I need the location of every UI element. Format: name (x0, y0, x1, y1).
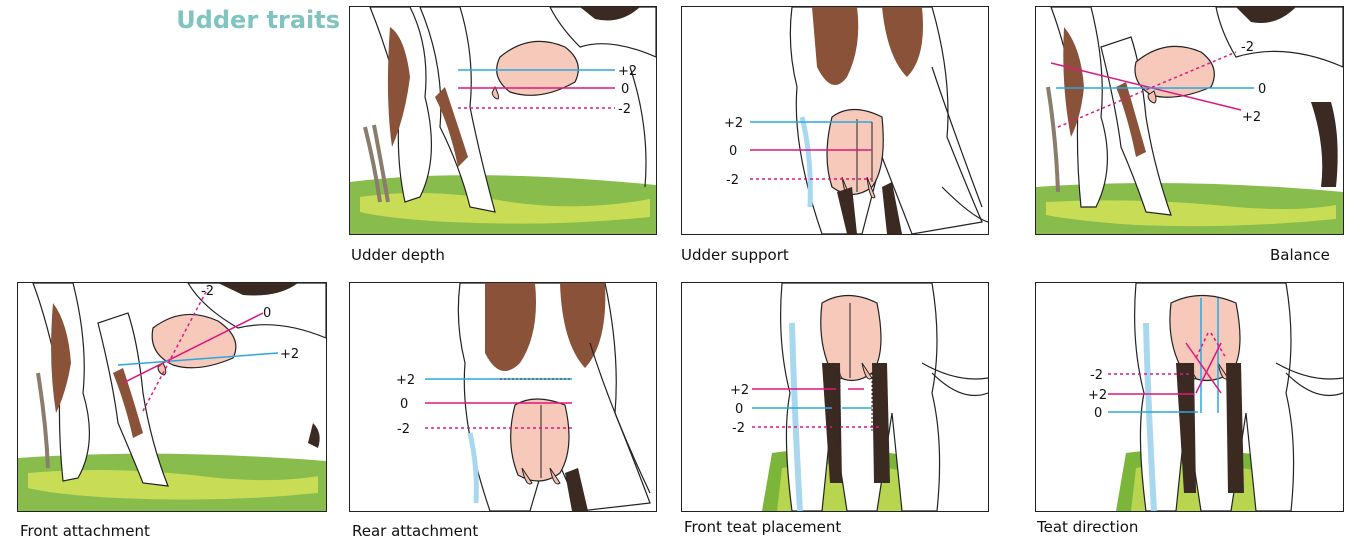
caption-front-attachment: Front attachment (20, 522, 150, 540)
label-plus2: +2 (1242, 110, 1261, 125)
cow-illustration (682, 283, 988, 511)
label-zero: 0 (400, 397, 408, 412)
label-minus2: -2 (732, 421, 745, 436)
panel-udder-support: +2 0 -2 (681, 6, 989, 235)
caption-udder-depth: Udder depth (351, 246, 445, 264)
panel-udder-depth: +2 0 -2 (349, 6, 657, 235)
label-minus2: -2 (201, 284, 214, 299)
panel-rear-attachment: +2 0 -2 (349, 282, 657, 512)
label-plus2: +2 (730, 383, 749, 398)
label-zero: 0 (263, 306, 271, 321)
cow-illustration (790, 7, 988, 234)
label-plus2: +2 (1088, 388, 1107, 403)
label-zero: 0 (621, 82, 629, 97)
panel-teat-direction: -2 +2 0 (1035, 282, 1344, 512)
label-plus2: +2 (724, 116, 743, 131)
cow-illustration (18, 283, 326, 511)
label-zero: 0 (1258, 82, 1266, 97)
cow-illustration (1036, 7, 1343, 234)
panel-front-teat-placement: +2 0 -2 (681, 282, 989, 512)
cow-illustration (1116, 283, 1343, 511)
cow-illustration (350, 7, 656, 234)
label-minus2: -2 (618, 102, 631, 117)
panel-balance: -2 0 +2 (1035, 6, 1344, 235)
label-zero: 0 (729, 144, 737, 159)
label-plus2: +2 (280, 347, 299, 362)
label-minus2: -2 (1241, 40, 1254, 55)
caption-balance: Balance (1270, 246, 1330, 264)
page-title: Udder traits (170, 6, 340, 34)
label-plus2: +2 (618, 64, 637, 79)
label-minus2: -2 (726, 173, 739, 188)
caption-front-teat-placement: Front teat placement (684, 518, 841, 536)
label-zero: 0 (735, 402, 743, 417)
cow-illustration (458, 283, 650, 511)
panel-front-attachment: -2 0 +2 (17, 282, 327, 512)
label-zero: 0 (1094, 406, 1102, 421)
label-minus2: -2 (397, 422, 410, 437)
caption-udder-support: Udder support (681, 246, 789, 264)
caption-teat-direction: Teat direction (1037, 518, 1138, 536)
label-plus2: +2 (396, 373, 415, 388)
caption-rear-attachment: Rear attachment (352, 522, 478, 540)
label-minus2: -2 (1090, 368, 1103, 383)
